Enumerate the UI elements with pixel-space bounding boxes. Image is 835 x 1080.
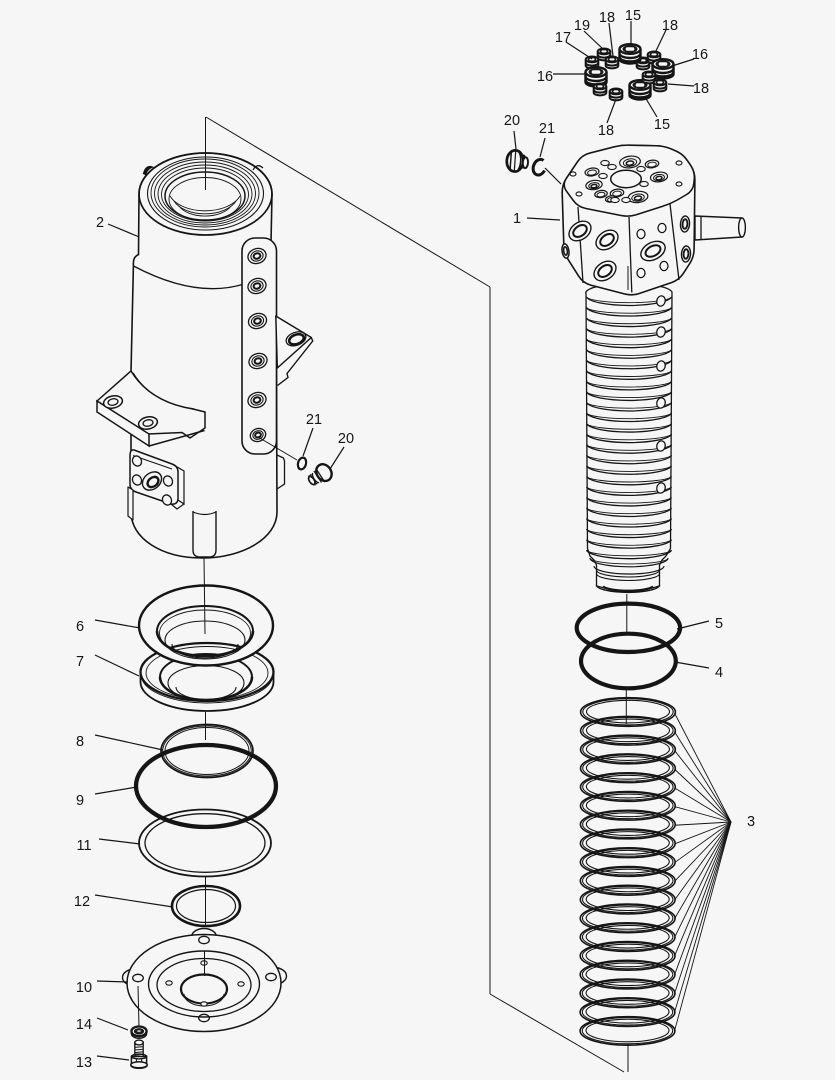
svg-text:17: 17: [555, 30, 571, 46]
svg-text:8: 8: [76, 734, 84, 750]
svg-text:18: 18: [693, 81, 709, 97]
svg-text:6: 6: [76, 619, 84, 635]
svg-text:3: 3: [747, 814, 755, 830]
svg-text:14: 14: [76, 1017, 92, 1033]
svg-text:18: 18: [599, 10, 615, 26]
svg-text:15: 15: [654, 117, 670, 133]
svg-text:9: 9: [76, 793, 84, 809]
svg-text:20: 20: [504, 113, 520, 129]
svg-text:13: 13: [76, 1055, 92, 1071]
svg-text:16: 16: [692, 47, 708, 63]
svg-text:5: 5: [715, 616, 723, 632]
svg-text:18: 18: [662, 18, 678, 34]
svg-text:18: 18: [598, 123, 614, 139]
svg-text:12: 12: [74, 894, 90, 910]
svg-text:1: 1: [513, 211, 521, 227]
svg-text:21: 21: [306, 412, 322, 428]
svg-text:20: 20: [338, 431, 354, 447]
svg-text:15: 15: [625, 8, 641, 24]
svg-text:10: 10: [76, 980, 92, 996]
svg-text:2: 2: [96, 215, 104, 231]
svg-text:16: 16: [537, 69, 553, 85]
svg-text:4: 4: [715, 665, 723, 681]
svg-text:7: 7: [76, 654, 84, 670]
svg-text:19: 19: [574, 18, 590, 34]
svg-text:11: 11: [76, 838, 91, 854]
svg-text:21: 21: [539, 121, 555, 137]
